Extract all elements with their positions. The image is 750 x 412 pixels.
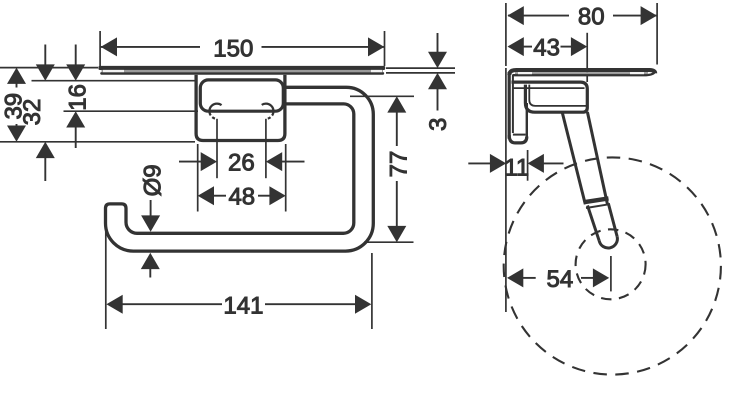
svg-text:150: 150 (213, 35, 253, 62)
svg-text:Ø9: Ø9 (140, 164, 167, 196)
svg-text:48: 48 (228, 184, 255, 211)
svg-text:11: 11 (504, 154, 529, 181)
svg-text:54: 54 (547, 266, 574, 293)
svg-text:32: 32 (19, 99, 46, 126)
svg-text:80: 80 (578, 4, 605, 31)
svg-text:43: 43 (533, 35, 560, 62)
svg-text:26: 26 (228, 150, 255, 177)
svg-text:77: 77 (386, 151, 413, 178)
svg-text:141: 141 (223, 293, 263, 320)
svg-text:3: 3 (425, 118, 452, 131)
svg-text:16: 16 (64, 84, 91, 111)
svg-text:39: 39 (1, 93, 28, 120)
